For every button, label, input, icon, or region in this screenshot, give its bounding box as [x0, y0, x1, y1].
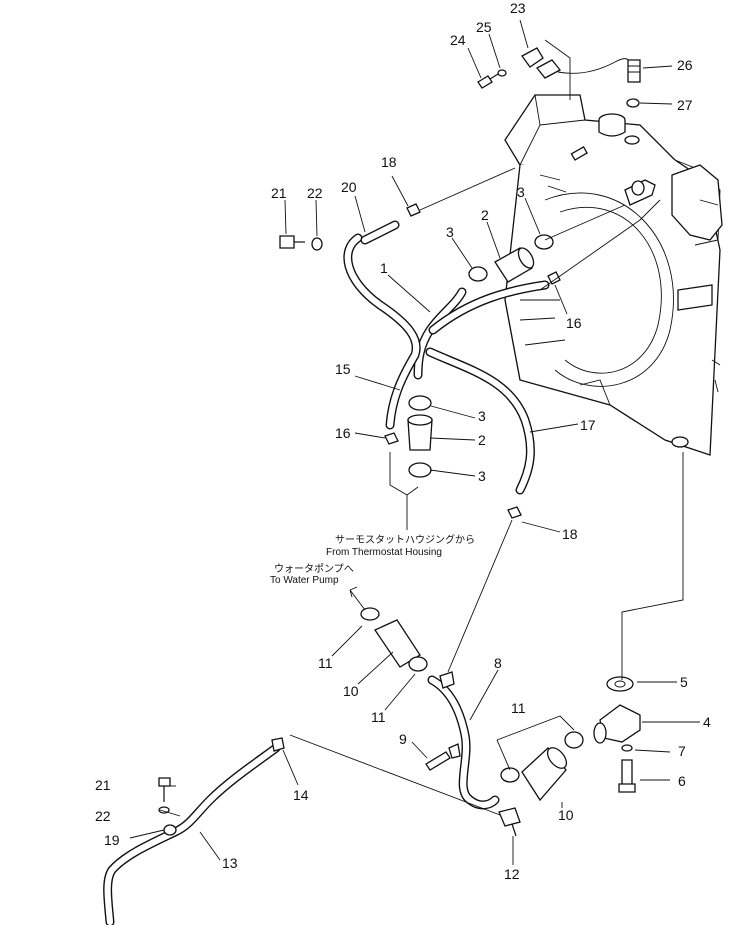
callout-11: 11	[371, 709, 386, 725]
callout-26: 26	[677, 57, 693, 73]
lower-hoses	[103, 452, 684, 925]
callout-3: 3	[478, 468, 486, 484]
callout-19: 19	[104, 832, 120, 848]
callout-2: 2	[478, 432, 486, 448]
callout-15: 15	[335, 361, 351, 377]
direction-notes: サーモスタットハウジングから From Thermostat Housing ウ…	[270, 533, 475, 586]
callout-18: 18	[562, 526, 578, 542]
callout-5: 5	[680, 674, 688, 690]
callout-4: 4	[703, 714, 711, 730]
callout-12: 12	[504, 866, 520, 882]
callout-3: 3	[517, 184, 525, 200]
callout-16: 16	[566, 315, 582, 331]
callout-17: 17	[580, 417, 596, 433]
callout-8: 8	[494, 655, 502, 671]
callout-22: 22	[95, 808, 111, 824]
callout-1: 1	[380, 260, 388, 276]
note-to-water-pump-jp: ウォータポンプへ	[274, 563, 354, 575]
callout-18: 18	[381, 154, 397, 170]
callout-24: 24	[450, 32, 466, 48]
callout-16: 16	[335, 425, 351, 441]
upper-hoses	[279, 167, 661, 530]
callout-10: 10	[343, 683, 359, 699]
callout-11: 11	[318, 655, 333, 671]
note-to-water-pump-en: To Water Pump	[270, 575, 339, 586]
callout-23: 23	[510, 0, 526, 16]
callout-11: 11	[511, 700, 526, 716]
callout-numbers: 23 24 25 26 27 18 21 22 20 3 2 3 1 16 15…	[95, 0, 711, 882]
callout-leaders	[129, 175, 700, 865]
callout-3: 3	[446, 224, 454, 240]
sensor-group	[467, 19, 673, 108]
callout-13: 13	[222, 855, 238, 871]
note-from-thermostat-en: From Thermostat Housing	[326, 547, 442, 558]
callout-14: 14	[293, 787, 309, 803]
callout-6: 6	[678, 773, 686, 789]
callout-20: 20	[341, 179, 357, 195]
callout-21: 21	[271, 185, 287, 201]
callout-21: 21	[95, 777, 111, 793]
callout-2: 2	[481, 207, 489, 223]
callout-25: 25	[476, 19, 492, 35]
note-from-thermostat-jp: サーモスタットハウジングから	[335, 533, 475, 546]
callout-3: 3	[478, 408, 486, 424]
callout-10: 10	[558, 807, 574, 823]
callout-7: 7	[678, 743, 686, 759]
callout-9: 9	[399, 731, 407, 747]
radiator-assembly	[504, 94, 723, 456]
callout-27: 27	[677, 97, 693, 113]
callout-22: 22	[307, 185, 323, 201]
